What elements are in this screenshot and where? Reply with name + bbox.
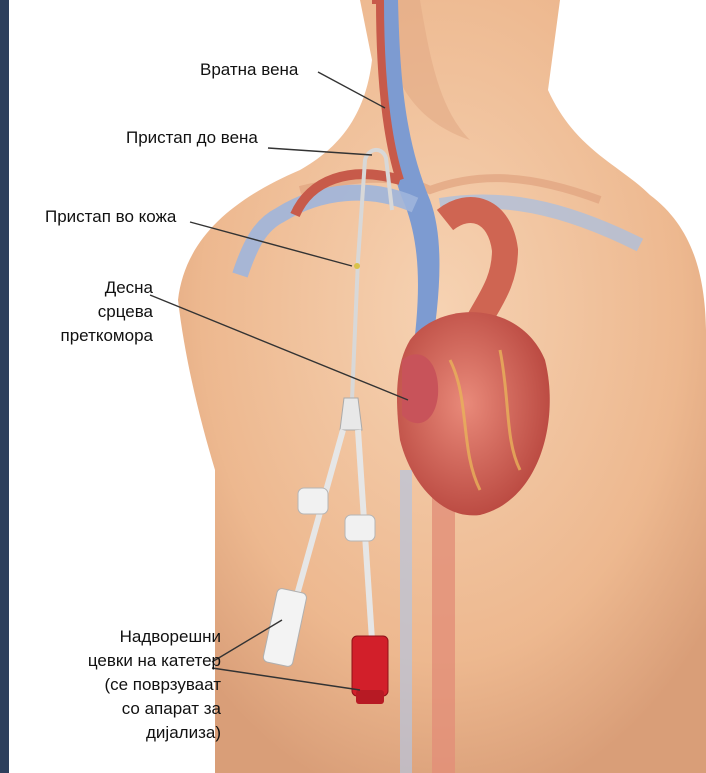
label-jugular-text: Вратна вена — [200, 58, 298, 82]
label-tubes-line-3: (се поврзуваат — [88, 673, 221, 697]
connector-red-cap — [356, 690, 384, 704]
label-tubes-line-5: дијализа) — [88, 721, 221, 745]
label-atrium-line-3: преткомора — [61, 324, 153, 348]
label-tubes-line-2: цевки на катетер — [88, 649, 221, 673]
connector-red — [352, 636, 388, 696]
label-skin-access: Пристап во кожа — [45, 205, 176, 229]
label-atrium-line-1: Десна — [61, 276, 153, 300]
label-skin-access-text: Пристап во кожа — [45, 205, 176, 229]
clamp-left — [298, 488, 328, 514]
label-tubes-line-4: со апарат за — [88, 697, 221, 721]
label-catheter-tubes: Надворешни цевки на катетер (се поврзува… — [88, 625, 221, 745]
descending-aorta-shape — [432, 470, 455, 773]
label-atrium-line-2: срцева — [61, 300, 153, 324]
label-vein-access: Пристап до вена — [126, 126, 258, 150]
catheter-hub — [340, 398, 362, 430]
skin-entry-point — [354, 263, 360, 269]
vena-cava-shape — [400, 470, 412, 773]
label-right-atrium: Десна срцева преткомора — [61, 276, 153, 348]
label-tubes-line-1: Надворешни — [88, 625, 221, 649]
label-jugular-vein: Вратна вена — [200, 58, 298, 82]
label-vein-access-text: Пристап до вена — [126, 126, 258, 150]
clamp-right — [345, 515, 375, 541]
